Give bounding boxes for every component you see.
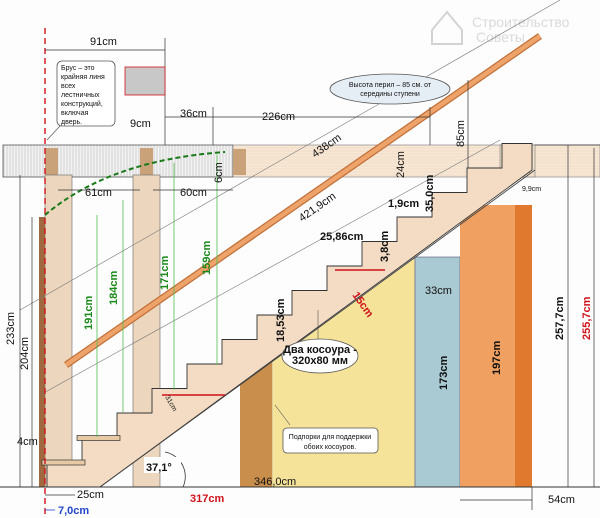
handrail-note-callout: Высота перил – 85 см. от середины ступен… <box>329 73 451 105</box>
dim-233: 233cm <box>5 312 17 345</box>
svg-text:Высота перил – 85 см. от: Высота перил – 85 см. от <box>349 82 432 89</box>
dim-60: 60cm <box>180 187 207 199</box>
svg-text:Два косоура -: Два косоура - <box>283 344 357 356</box>
dim-25-86: 25,86cm <box>320 231 364 243</box>
dim-85: 85cm <box>455 120 467 147</box>
dim-204: 204cm <box>19 337 31 370</box>
stringer-underside-line <box>99 169 536 488</box>
dimension-line-438 <box>19 0 561 311</box>
dim-226: 226cm <box>262 111 295 123</box>
ceiling-beam <box>232 144 600 178</box>
stringer-note-callout: Два косоура - 320x80 мм <box>281 310 359 374</box>
ceiling-beam-striped <box>2 144 234 178</box>
dim-3-8: 3,8cm <box>379 231 391 262</box>
dim-18-53: 18,53cm <box>275 298 287 342</box>
support-post <box>240 362 272 487</box>
dim-54: 54cm <box>548 494 575 506</box>
dim-9: 9cm <box>130 118 151 130</box>
dim-191: 191cm <box>83 296 95 330</box>
dim-33: 33cm <box>425 285 452 297</box>
beam-block <box>233 149 246 175</box>
dim-91: 91cm <box>90 36 117 48</box>
dim-421: 421,9cm <box>297 190 338 224</box>
beam-section-block <box>124 66 166 96</box>
dim-257-7: 257,7cm <box>554 296 566 340</box>
svg-text:дверь.: дверь. <box>61 119 82 126</box>
post <box>44 174 73 488</box>
dimension-lines <box>19 38 600 511</box>
beam-block <box>45 148 58 175</box>
dim-184: 184cm <box>108 271 120 305</box>
watermark-logo: Строительство Советы <box>431 10 570 45</box>
dim-159: 159cm <box>201 241 213 275</box>
svg-text:Подпорки для поддержки: Подпорки для поддержки <box>289 434 371 441</box>
door-dark-panel <box>515 205 532 487</box>
dim-4: 4cm <box>17 436 38 448</box>
svg-text:конструкций,: конструкций, <box>61 100 103 108</box>
angle-label-bg <box>144 457 181 473</box>
stair-tread <box>41 459 86 466</box>
support-note-callout: Подпорки для поддержки обоих косоуров. <box>274 404 379 454</box>
dim-173: 173cm <box>438 356 450 390</box>
stair-stringer <box>46 143 533 488</box>
svg-text:Строительство: Строительство <box>472 14 570 30</box>
beam-note-callout: Брус – это крайняя линя всех лестничных … <box>46 60 116 141</box>
dim-346: 346,0cm <box>254 476 296 488</box>
handrail-highlight <box>64 34 542 367</box>
staircase <box>41 143 533 488</box>
headroom-lines <box>96 155 218 437</box>
dim-1-9: 1,9cm <box>388 198 419 210</box>
dim-25: 25cm <box>77 489 104 501</box>
svg-text:лестничных: лестничных <box>61 92 100 99</box>
dim-7: 7,0cm <box>58 505 89 517</box>
dim-35: 35,0cm <box>424 174 436 212</box>
svg-text:включая: включая <box>61 110 89 117</box>
stair-tread <box>76 435 121 441</box>
svg-text:всех: всех <box>61 83 76 90</box>
svg-text:Советы: Советы <box>476 29 525 45</box>
dim-6: 6cm <box>213 162 225 183</box>
dim-36: 36cm <box>180 108 207 120</box>
angle-label: 37,1° <box>146 462 172 474</box>
svg-text:320x80 мм: 320x80 мм <box>292 355 348 367</box>
door-orange-panel <box>460 205 515 487</box>
svg-text:обоих косоуров.: обоих косоуров. <box>304 443 357 451</box>
dim-24: 24cm <box>395 151 407 178</box>
dim-197: 197cm <box>491 341 503 375</box>
storage-blue-panel <box>414 256 461 488</box>
dim-317: 317cm <box>190 493 224 505</box>
dim-255-7: 255,7cm <box>581 296 593 340</box>
door-frame <box>39 217 45 487</box>
dim-61: 61cm <box>85 187 112 199</box>
svg-text:Брус – это: Брус – это <box>61 65 95 72</box>
beam-block <box>140 148 153 175</box>
dimension-line-421 <box>39 139 501 396</box>
dim-9-9: 9,9cm <box>522 186 541 193</box>
headroom-arc <box>44 151 226 216</box>
svg-text:крайняя линя: крайняя линя <box>61 73 105 81</box>
dim-171: 171cm <box>159 256 171 290</box>
svg-text:середины ступени: середины ступени <box>360 91 420 98</box>
